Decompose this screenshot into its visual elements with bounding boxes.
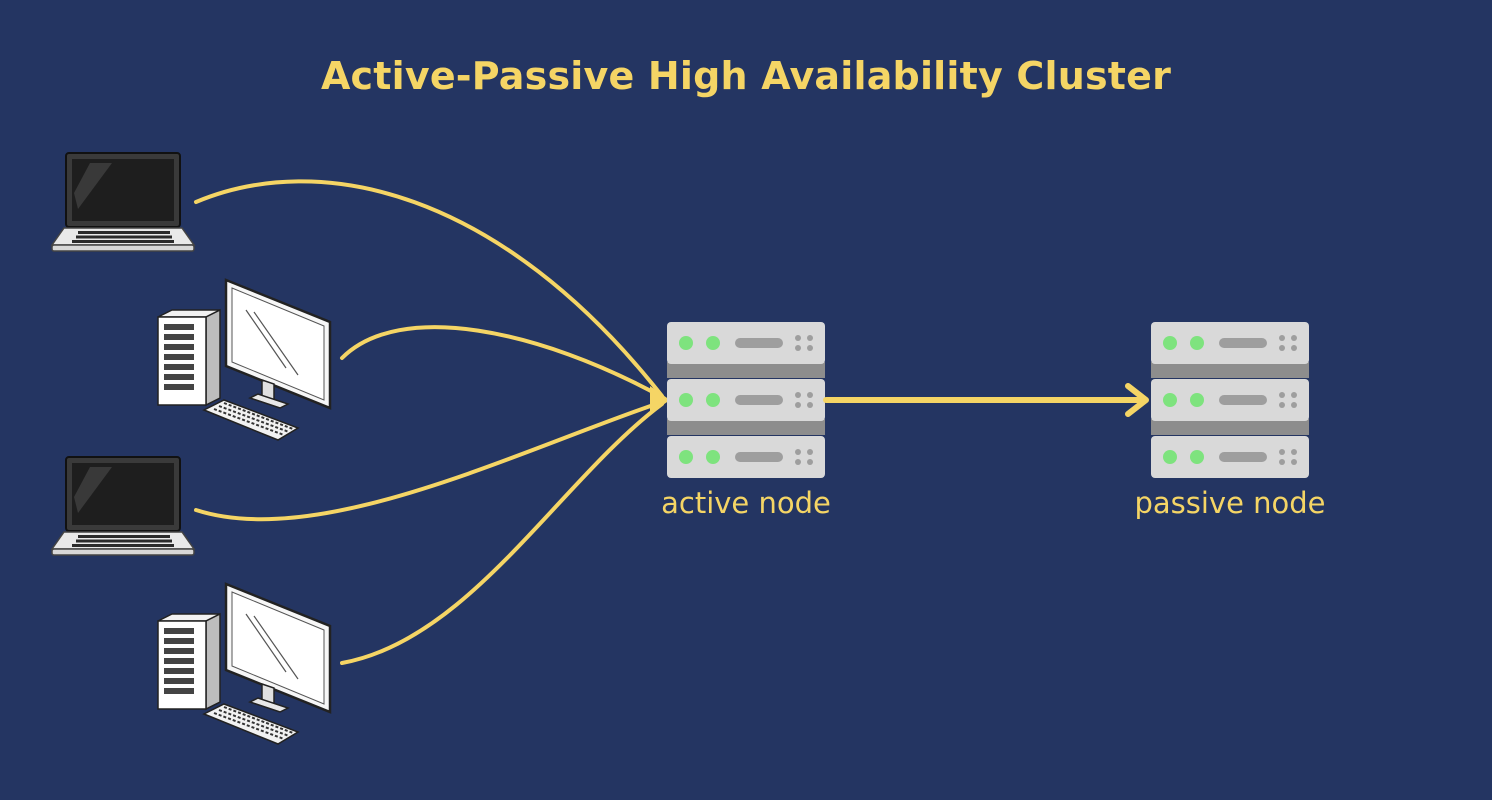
diagram-title: Active-Passive High Availability Cluster: [320, 54, 1172, 98]
client-connection-line: [340, 325, 664, 399]
arrowhead-icon: [650, 386, 670, 414]
laptop-icon: [51, 456, 195, 556]
active-node-label: active node: [661, 486, 831, 520]
desktop-computer-icon: [156, 278, 332, 442]
passive-node-server-icon: [1151, 322, 1309, 478]
client-connection-line: [194, 179, 664, 398]
desktop-computer-icon: [156, 582, 332, 746]
laptop-icon: [51, 152, 195, 252]
client-connection-line: [194, 400, 664, 522]
client-connection-line: [340, 402, 664, 665]
active-node-server-icon: [667, 322, 825, 478]
arrowhead-icon: [1125, 383, 1149, 417]
passive-node-label: passive node: [1134, 486, 1326, 520]
